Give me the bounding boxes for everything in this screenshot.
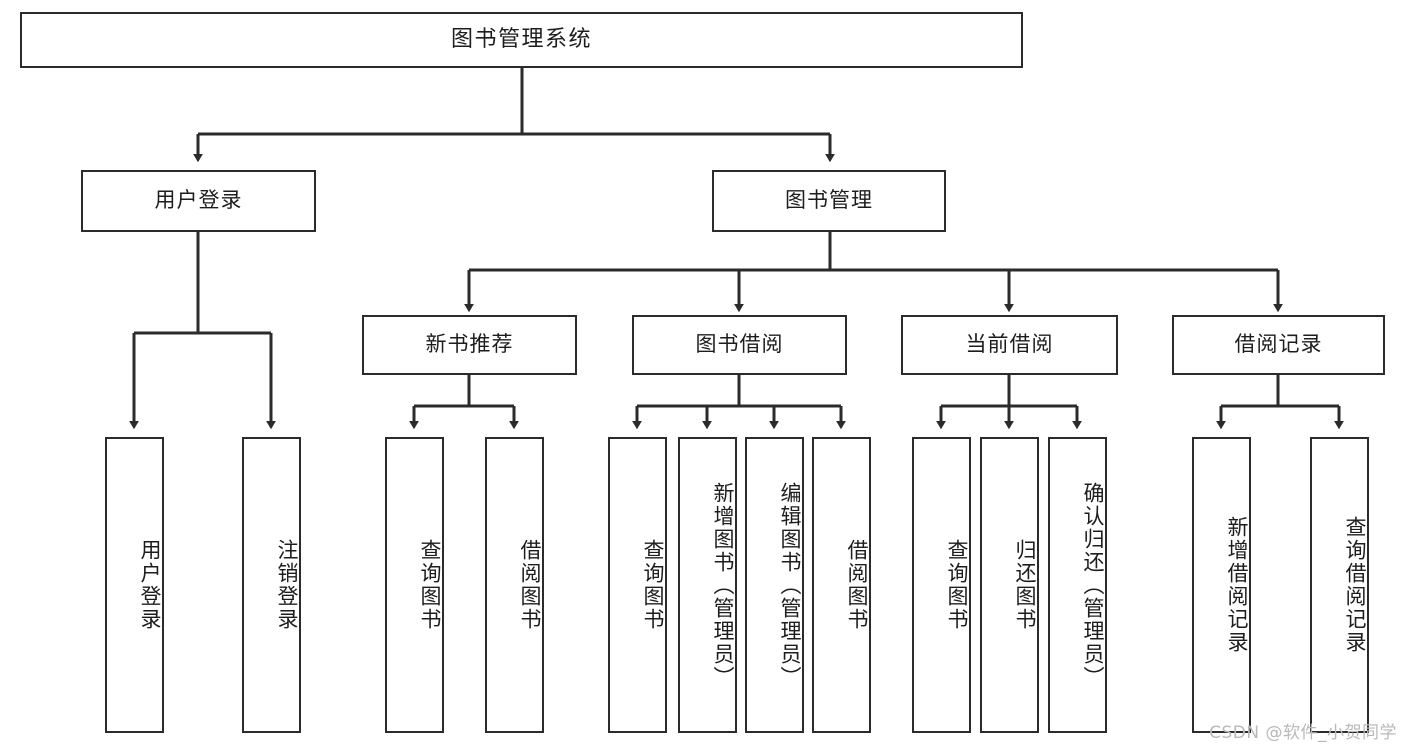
node-root-system[interactable]: 图书管理系统: [20, 12, 1023, 68]
leaf-query-borrow-record[interactable]: 查询借阅记录: [1310, 437, 1369, 733]
leaf-user-login[interactable]: 用户登录: [105, 437, 164, 733]
node-book-management[interactable]: 图书管理: [712, 170, 946, 232]
node-new-book-recommend[interactable]: 新书推荐: [362, 315, 577, 375]
node-user-login[interactable]: 用户登录: [81, 170, 316, 232]
leaf-query-book-current[interactable]: 查询图书: [912, 437, 971, 733]
leaf-confirm-return[interactable]: 确认归还（管理员）: [1048, 437, 1107, 733]
leaf-add-book[interactable]: 新增图书（管理员）: [678, 437, 737, 733]
leaf-return-book[interactable]: 归还图书: [980, 437, 1039, 733]
leaf-query-book-recommend[interactable]: 查询图书: [385, 437, 444, 733]
leaf-logout-login[interactable]: 注销登录: [242, 437, 301, 733]
node-current-borrow[interactable]: 当前借阅: [901, 315, 1118, 375]
csdn-watermark: CSDN @软件_小贺同学: [1209, 723, 1397, 743]
leaf-edit-book[interactable]: 编辑图书（管理员）: [745, 437, 804, 733]
leaf-query-book-borrow[interactable]: 查询图书: [608, 437, 667, 733]
leaf-add-borrow-record[interactable]: 新增借阅记录: [1192, 437, 1251, 733]
node-book-borrow[interactable]: 图书借阅: [632, 315, 847, 375]
node-borrow-record[interactable]: 借阅记录: [1172, 315, 1385, 375]
leaf-borrow-book-recommend[interactable]: 借阅图书: [485, 437, 544, 733]
leaf-borrow-book[interactable]: 借阅图书: [812, 437, 871, 733]
